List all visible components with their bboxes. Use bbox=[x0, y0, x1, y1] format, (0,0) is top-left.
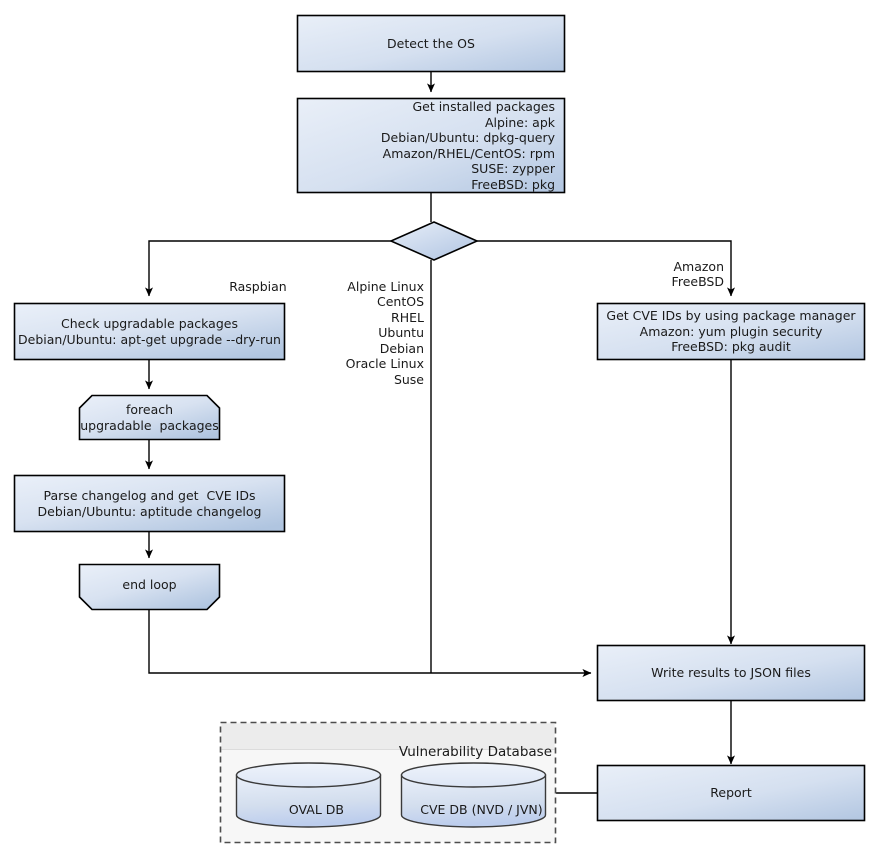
cylinder-cve-db[interactable] bbox=[400, 762, 547, 828]
edge-endloop-to-write bbox=[148, 610, 592, 677]
freebsd-text: FreeBSD bbox=[671, 274, 724, 289]
node-foreach-loop[interactable] bbox=[78, 394, 221, 441]
edge-label-raspbian: Raspbian bbox=[150, 263, 350, 310]
edge-decision-right bbox=[477, 240, 735, 297]
node-report[interactable] bbox=[596, 764, 866, 822]
node-end-loop[interactable] bbox=[78, 563, 221, 611]
oval-db-label: OVAL DB bbox=[236, 787, 381, 832]
os-list-line-3: RHEL bbox=[391, 309, 424, 325]
node-detect-os[interactable] bbox=[296, 14, 566, 73]
node-get-cve-ids[interactable] bbox=[596, 302, 866, 361]
group-header-band bbox=[221, 723, 555, 750]
os-list-line-2: CentOS bbox=[376, 294, 424, 309]
os-list-line-6: Oracle Linux bbox=[345, 356, 424, 371]
oval-db-top bbox=[235, 762, 382, 788]
edge-label-amazon-freebsd: Amazon FreeBSD bbox=[600, 243, 724, 305]
edge-label-os-list: Alpine Linux CentOS RHEL Ubuntu Debian O… bbox=[300, 263, 424, 403]
edge-decision-left bbox=[145, 240, 392, 297]
cve-db-body bbox=[400, 774, 547, 828]
os-list-line-1: Alpine Linux bbox=[347, 278, 424, 294]
node-os-decision-diamond[interactable] bbox=[389, 221, 479, 261]
raspbian-text: Raspbian bbox=[229, 278, 287, 294]
os-list-line-4: Ubuntu bbox=[378, 325, 424, 340]
node-get-installed-packages[interactable] bbox=[296, 97, 566, 194]
oval-db-text: OVAL DB bbox=[288, 802, 344, 817]
cve-db-label: CVE DB (NVD / JVN) bbox=[401, 787, 546, 832]
os-list-line-5: Debian bbox=[379, 340, 424, 356]
amazon-text: Amazon bbox=[673, 258, 724, 274]
node-check-upgradable[interactable] bbox=[13, 302, 286, 361]
oval-db-body bbox=[235, 774, 382, 828]
cve-db-text: CVE DB (NVD / JVN) bbox=[420, 802, 543, 817]
vulnerability-database-title: Vulnerability Database bbox=[230, 728, 552, 776]
os-list-line-7: Suse bbox=[393, 371, 424, 387]
connector-group bbox=[145, 72, 735, 794]
group-title-text: Vulnerability Database bbox=[398, 744, 552, 760]
node-write-results[interactable] bbox=[596, 644, 866, 702]
node-parse-changelog[interactable] bbox=[13, 474, 286, 533]
cve-db-top bbox=[400, 762, 547, 788]
cylinder-oval-db[interactable] bbox=[235, 762, 382, 828]
